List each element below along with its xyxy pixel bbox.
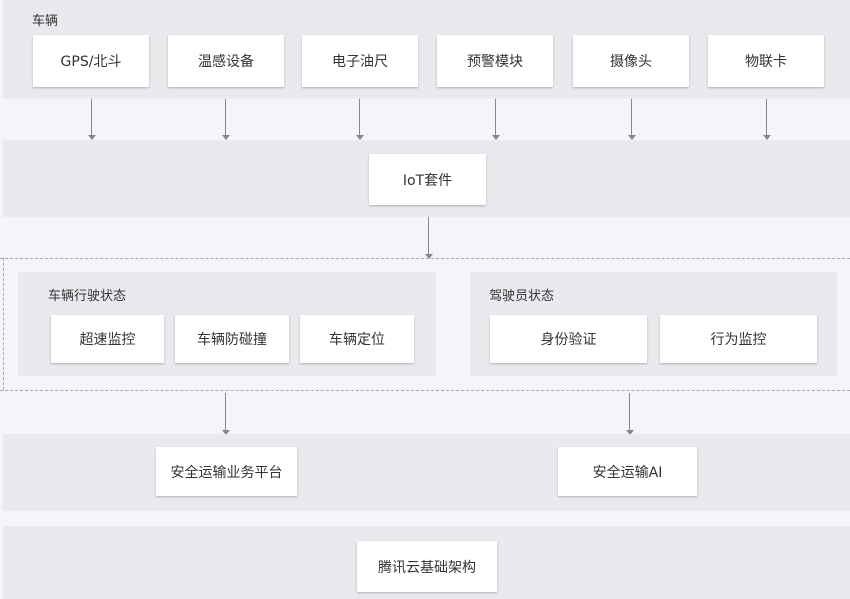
arrow-camera-iot [628,99,636,140]
device-camera: 摄像头 [573,35,689,87]
arrow-fuel-iot [356,99,364,140]
arrow-card-iot [763,99,771,140]
status-region-bottom-border [0,390,850,391]
tencent-cloud-box: 腾讯云基础架构 [357,541,497,592]
safety-ai-box: 安全运输AI [558,447,697,496]
arrow-warning-iot [492,99,500,140]
status-region-top-border [0,258,850,259]
speed-monitor-box: 超速监控 [51,315,164,363]
driver-status-title: 驾驶员状态 [489,289,555,304]
device-temp-sensor: 温感设备 [168,35,284,87]
collision-avoidance-box: 车辆防碰撞 [175,315,289,363]
platform-band [3,434,850,511]
arrow-vehicle-status-platform [222,393,230,435]
arrow-iot-status [425,217,433,259]
iot-suite-box: IoT套件 [369,154,486,205]
vehicle-status-title: 车辆行驶状态 [48,289,127,304]
status-region-left-border [3,258,4,390]
device-iot-card: 物联卡 [708,35,824,87]
device-fuel-gauge: 电子油尺 [302,35,418,87]
arrow-gps-iot [88,99,96,140]
arrow-driver-status-ai [626,393,634,435]
identity-verification-box: 身份验证 [490,315,647,363]
vehicle-band-title: 车辆 [32,14,59,29]
vehicle-location-box: 车辆定位 [300,315,414,363]
business-platform-box: 安全运输业务平台 [156,447,297,496]
device-warning-module: 预警模块 [437,35,553,87]
behavior-monitor-box: 行为监控 [660,315,817,363]
arrow-temp-iot [222,99,230,140]
device-gps: GPS/北斗 [33,35,149,87]
